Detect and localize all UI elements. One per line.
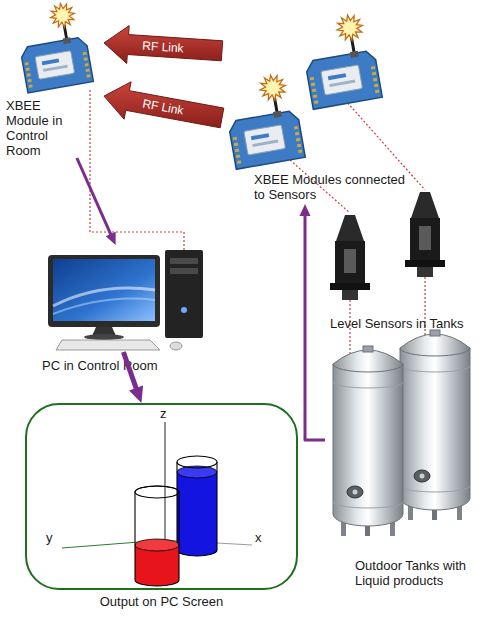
storage-tank — [400, 330, 470, 520]
flow-arrow-line — [305, 212, 325, 440]
cylinder-rim — [135, 486, 179, 498]
level-sensors: Level Sensors in Tanks — [322, 188, 482, 340]
xbee-sensor-modules: XBEE Modules connected to Sensors — [222, 10, 412, 204]
monitor-base — [84, 334, 124, 340]
cylinder-rim — [135, 486, 179, 492]
rf-link-arrow — [104, 82, 224, 128]
axis-label: x — [255, 530, 262, 545]
flow-arrow — [123, 352, 143, 403]
arrow-head — [300, 204, 311, 216]
node-label: XBEE Module in Control Room — [6, 98, 86, 158]
flow-arrow — [77, 158, 116, 245]
arrow-head — [129, 385, 143, 403]
keyboard — [56, 340, 160, 350]
cylinder-base — [135, 580, 179, 586]
tank-level-bar — [135, 486, 179, 586]
cylinder-rim — [177, 456, 217, 468]
level-plot — [62, 422, 252, 586]
link-label: RF Link — [141, 96, 184, 117]
level-fill — [177, 472, 217, 556]
cylinder-side — [176, 462, 177, 550]
xbee-module — [298, 12, 382, 110]
drive-bay — [170, 268, 198, 274]
arrow-head — [106, 232, 116, 245]
link-label: RF Link — [142, 39, 184, 56]
axis-label: z — [160, 406, 167, 421]
node-label: PC in Control Room — [42, 358, 208, 373]
storage-tanks: Outdoor Tanks with Liquid products — [325, 345, 495, 600]
axis-label: y — [46, 530, 53, 545]
rf-link-arrow-body — [104, 26, 223, 64]
flow-arrow — [300, 204, 326, 440]
level-sensor — [405, 192, 445, 277]
flow-arrow-line — [77, 158, 112, 237]
node-label: Outdoor Tanks with Liquid products — [355, 558, 483, 588]
xbee-module — [14, 0, 94, 93]
drive-bay — [170, 258, 198, 264]
flow-arrow-line — [123, 352, 137, 392]
level-surface — [135, 539, 179, 551]
node-label: Level Sensors in Tanks — [330, 316, 480, 331]
rf-link-arrow — [104, 26, 223, 64]
screen-swoosh — [53, 299, 155, 314]
cylinder-side — [134, 492, 135, 580]
z-axis — [165, 422, 166, 540]
node-label: XBEE Modules connected to Sensors — [254, 172, 409, 202]
cylinder-base — [177, 550, 217, 556]
storage-tank — [333, 346, 403, 536]
rf-link-arrow-body — [104, 82, 224, 128]
tank-level-bar — [177, 456, 217, 556]
monitor-bezel — [48, 255, 160, 327]
level-sensor — [330, 215, 370, 300]
mouse — [170, 342, 182, 350]
signal-wire — [90, 90, 184, 250]
control-room-pc: PC in Control Room — [40, 245, 210, 352]
pc-tower — [165, 250, 203, 338]
power-light — [181, 307, 187, 313]
xbee-control-module: XBEE Module in Control Room — [4, 8, 104, 158]
cylinder-side — [178, 492, 179, 580]
node-label: Output on PC Screen — [25, 594, 298, 609]
screen-swoosh — [53, 288, 155, 306]
cylinder-side — [216, 462, 217, 550]
output-screen-frame: Output on PC Screen — [25, 403, 298, 590]
xbee-module — [221, 72, 305, 170]
monitor-screen — [53, 259, 155, 321]
desktop-pc — [48, 250, 203, 350]
